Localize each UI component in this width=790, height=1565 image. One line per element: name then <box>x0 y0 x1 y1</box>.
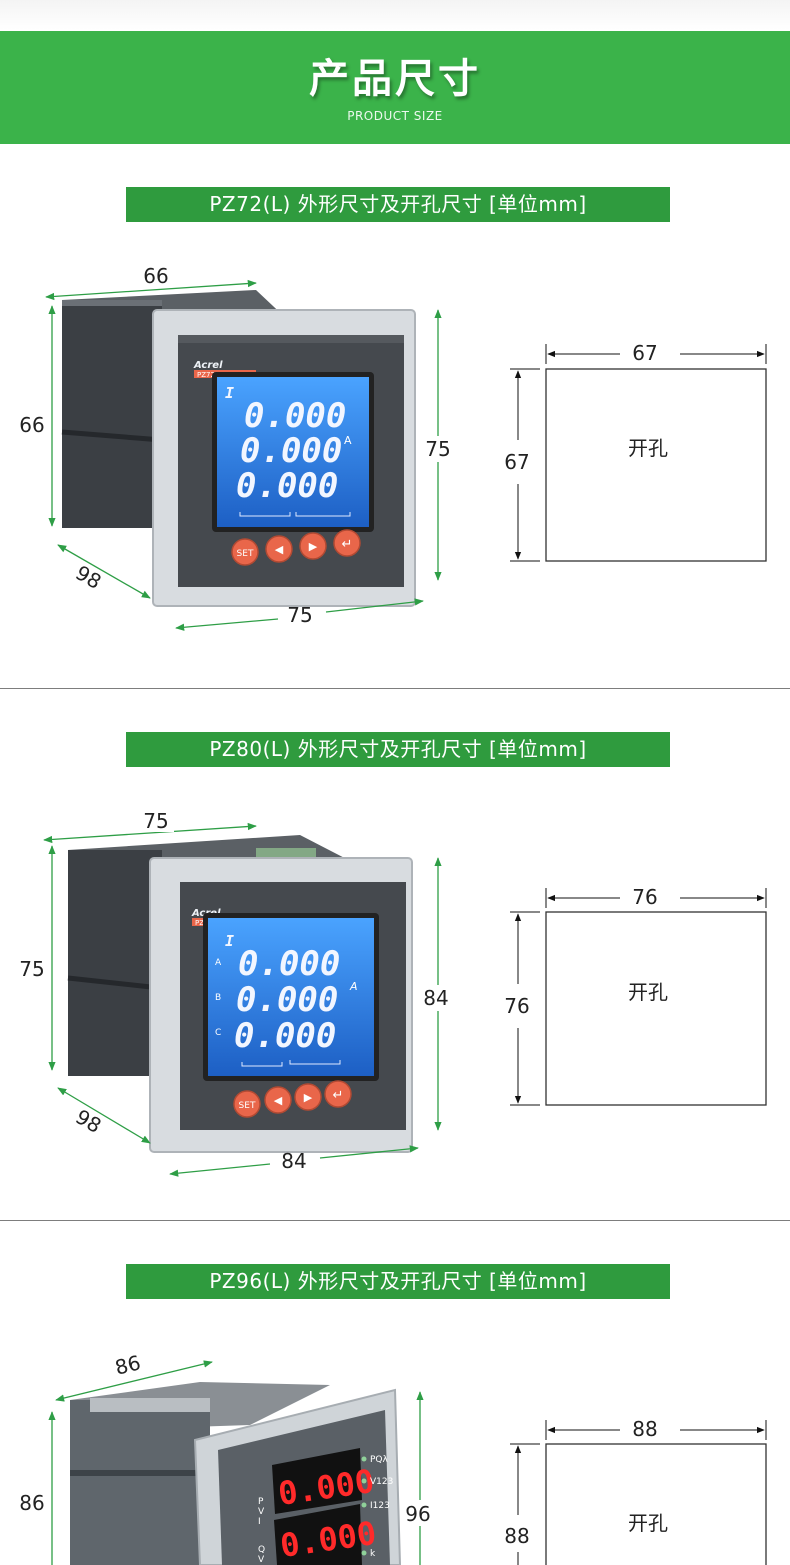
lcd-bar-indicators <box>241 1060 341 1067</box>
dim-bg <box>140 263 174 287</box>
cutout-dim-lines <box>510 344 767 562</box>
pz96-cutout-drawing: 88 88 开孔 <box>504 1417 767 1565</box>
enter-key-icon: ↵ <box>333 1088 344 1103</box>
lcd-phase-c: C <box>215 1028 221 1038</box>
dimension-arrows <box>48 1360 424 1565</box>
led-label-pq: PQλ <box>370 1455 389 1465</box>
set-key-label: SET <box>237 549 254 559</box>
pz96-meter-drawing: 0.000 0.000 PQλ V123 I123 k P V I Q V 86… <box>14 1350 438 1565</box>
banner-subtitle: PRODUCT SIZE <box>347 109 443 123</box>
cutout-width: 76 <box>632 885 657 909</box>
cutout-height: 76 <box>504 994 529 1018</box>
dim-bg <box>14 412 50 438</box>
cutout-box <box>545 368 767 562</box>
led-left-p: P <box>258 1497 264 1507</box>
led-left-i: I <box>258 1517 261 1527</box>
cutout-height: 67 <box>504 450 529 474</box>
meter-body <box>70 1382 330 1565</box>
right-key-icon: ▶ <box>304 1091 313 1104</box>
dim-panel-width: 75 <box>287 603 312 627</box>
banner-title: 产品尺寸 <box>309 56 481 102</box>
lcd-row-3: 0.000 <box>236 466 338 506</box>
cutout-label: 开孔 <box>628 980 668 1004</box>
dim-depth: 98 <box>71 1104 105 1138</box>
left-key-icon: ◀ <box>275 543 284 556</box>
dim-body-height: 86 <box>19 1491 44 1515</box>
dim-bg <box>138 808 174 832</box>
lcd-row-3: 0.000 <box>234 1016 336 1056</box>
dim-bg <box>418 985 456 1011</box>
lcd-phase-b: B <box>215 993 221 1003</box>
cutout-label: 开孔 <box>628 436 668 460</box>
lcd-bar-indicators <box>239 512 351 517</box>
cutout-width: 67 <box>632 341 657 365</box>
lcd-unit: A <box>344 434 352 447</box>
lcd-unit: A <box>349 980 358 993</box>
brand-label: Acrel <box>193 360 223 371</box>
led-label-v: V123 <box>370 1477 393 1487</box>
lcd-row-2: 0.000 <box>236 980 338 1020</box>
dim-body-width: 86 <box>113 1350 144 1379</box>
pz80-cutout-drawing: 76 76 开孔 <box>504 885 767 1106</box>
cutout-label: 开孔 <box>628 1511 668 1535</box>
lcd-display <box>203 913 379 1081</box>
lcd-phase-a: A <box>215 958 222 968</box>
lcd-row-2: 0.000 <box>240 431 342 471</box>
dim-bg <box>14 956 50 982</box>
lcd-display <box>212 372 374 532</box>
led-indicators <box>361 1456 367 1556</box>
lcd-symbol: I <box>225 932 234 950</box>
set-key-label: SET <box>239 1101 256 1111</box>
pz72-cutout-drawing: 67 67 开孔 <box>504 341 767 562</box>
dim-bg <box>402 1500 438 1526</box>
section-heading-pz72: PZ72(L) 外形尺寸及开孔尺寸 [单位mm] <box>126 187 670 222</box>
dim-panel-width: 84 <box>281 1149 306 1173</box>
cutout-box <box>545 911 767 1106</box>
dim-panel-height: 96 <box>405 1502 430 1526</box>
keypad <box>233 1080 352 1118</box>
led-display <box>272 1448 362 1565</box>
section-divider <box>0 1220 790 1221</box>
top-glow <box>0 0 790 30</box>
left-key-icon: ◀ <box>274 1094 283 1107</box>
dim-body-width: 66 <box>143 264 168 288</box>
dim-body-height: 75 <box>19 957 44 981</box>
pz72-meter-drawing: Acrel PZ72L I 0.000 0.000 0.000 A SET ◀ … <box>14 263 456 631</box>
cutout-dim-lines <box>510 1420 767 1565</box>
cutout-width: 88 <box>632 1417 657 1441</box>
led-left-q: Q <box>258 1545 265 1555</box>
dim-depth: 98 <box>71 560 105 594</box>
section-heading-pz96: PZ96(L) 外形尺寸及开孔尺寸 [单位mm] <box>126 1264 670 1299</box>
led-left-v: V <box>258 1507 265 1517</box>
cutout-box <box>545 1443 767 1565</box>
lcd-row-1: 0.000 <box>244 396 346 436</box>
dim-panel-height: 84 <box>423 986 448 1010</box>
title-banner <box>0 31 790 144</box>
led-label-i: I123 <box>370 1501 390 1511</box>
dim-bg <box>14 1488 50 1514</box>
led-left-v2: V <box>258 1555 265 1565</box>
lcd-row-1: 0.000 <box>238 944 340 984</box>
model-tag: PZ72L <box>197 371 219 379</box>
enter-key-icon: ↵ <box>342 537 353 552</box>
lcd-symbol: I <box>225 384 234 402</box>
dim-body-width: 75 <box>143 809 168 833</box>
dim-panel-height: 75 <box>425 437 450 461</box>
section-divider <box>0 688 790 689</box>
dim-body-height: 66 <box>19 413 44 437</box>
keypad <box>231 529 361 566</box>
cutout-height: 88 <box>504 1524 529 1548</box>
cutout-dim-lines <box>510 888 767 1106</box>
dim-bg <box>420 436 456 462</box>
section-heading-pz80: PZ80(L) 外形尺寸及开孔尺寸 [单位mm] <box>126 732 670 767</box>
pz80-meter-drawing: Acrel PZ80L I A B C 0.000 0.000 0.000 A … <box>14 808 456 1177</box>
led-label-k: k <box>370 1549 376 1559</box>
right-key-icon: ▶ <box>309 540 318 553</box>
